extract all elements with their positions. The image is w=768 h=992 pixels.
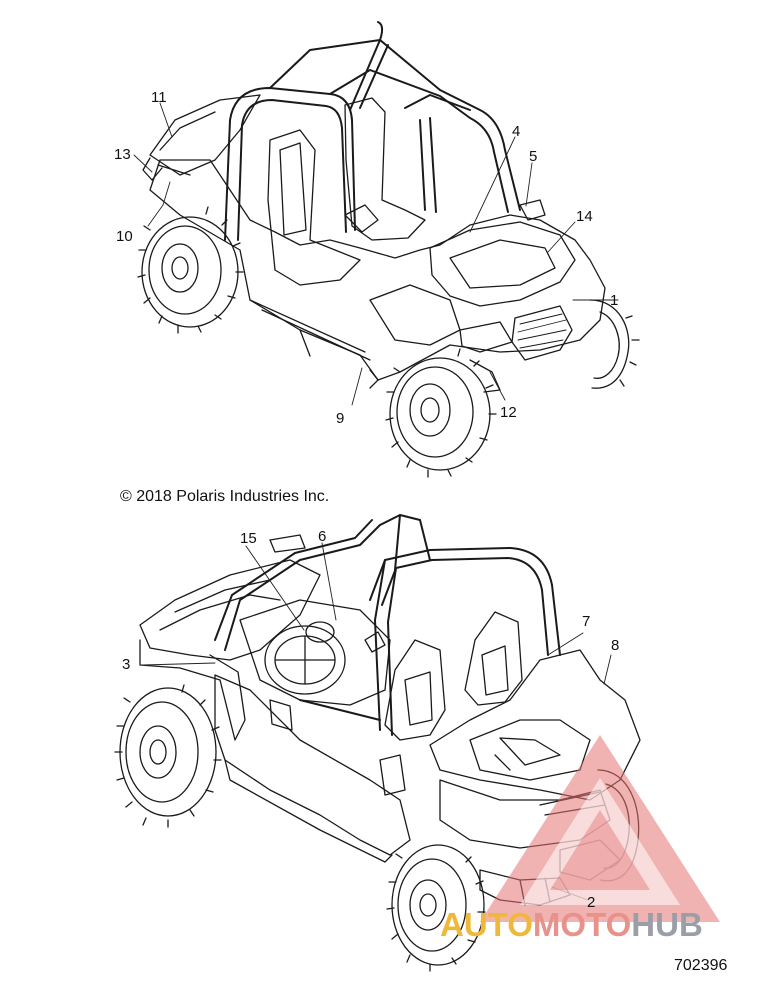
bottom-steering-wheel [264, 621, 346, 695]
callout-7: 7 [582, 613, 591, 630]
watermark-moto: MOTO [532, 906, 632, 943]
top-grille [511, 305, 573, 361]
top-rear-wheel [137, 206, 244, 334]
callout-8: 8 [611, 637, 620, 654]
watermark-auto: AUTO [440, 906, 533, 943]
top-hood [429, 221, 576, 307]
callout-9: 9 [336, 410, 345, 427]
copyright-notice: © 2018 Polaris Industries Inc. [120, 488, 330, 505]
watermark-triangle [480, 735, 720, 922]
top-roll-cage [224, 21, 521, 241]
bottom-front-wheel [114, 684, 222, 828]
bottom-roll-cage [214, 514, 561, 736]
bottom-seat-driver [384, 639, 446, 741]
callout-12: 12 [500, 404, 517, 421]
callout-3: 3 [122, 656, 131, 673]
watermark-logo-text: AUTOMOTOHUB [440, 906, 703, 944]
callout-15: 15 [240, 530, 257, 547]
top-seat-driver [267, 129, 361, 286]
callout-6: 6 [318, 528, 327, 545]
bottom-seat-passenger [464, 611, 523, 706]
callout-4: 4 [512, 123, 521, 140]
bottom-hood [139, 559, 321, 661]
bottom-rear-wheel [386, 844, 486, 972]
figure-number: 702396 [674, 957, 728, 974]
callout-2: 2 [587, 894, 596, 911]
callout-13: 13 [114, 146, 131, 163]
top-seat-passenger [344, 97, 426, 241]
top-rear-cargo [149, 94, 261, 176]
callout-11: 11 [151, 89, 167, 106]
callout-14: 14 [576, 208, 593, 225]
top-right-wheel [589, 299, 640, 389]
top-vehicle [137, 21, 640, 478]
top-front-wheel [385, 348, 497, 478]
callout-10: 10 [116, 228, 133, 245]
watermark-hub: HUB [631, 906, 703, 943]
callout-5: 5 [529, 148, 538, 165]
callout-1: 1 [610, 292, 619, 309]
top-body-outline [149, 159, 606, 381]
